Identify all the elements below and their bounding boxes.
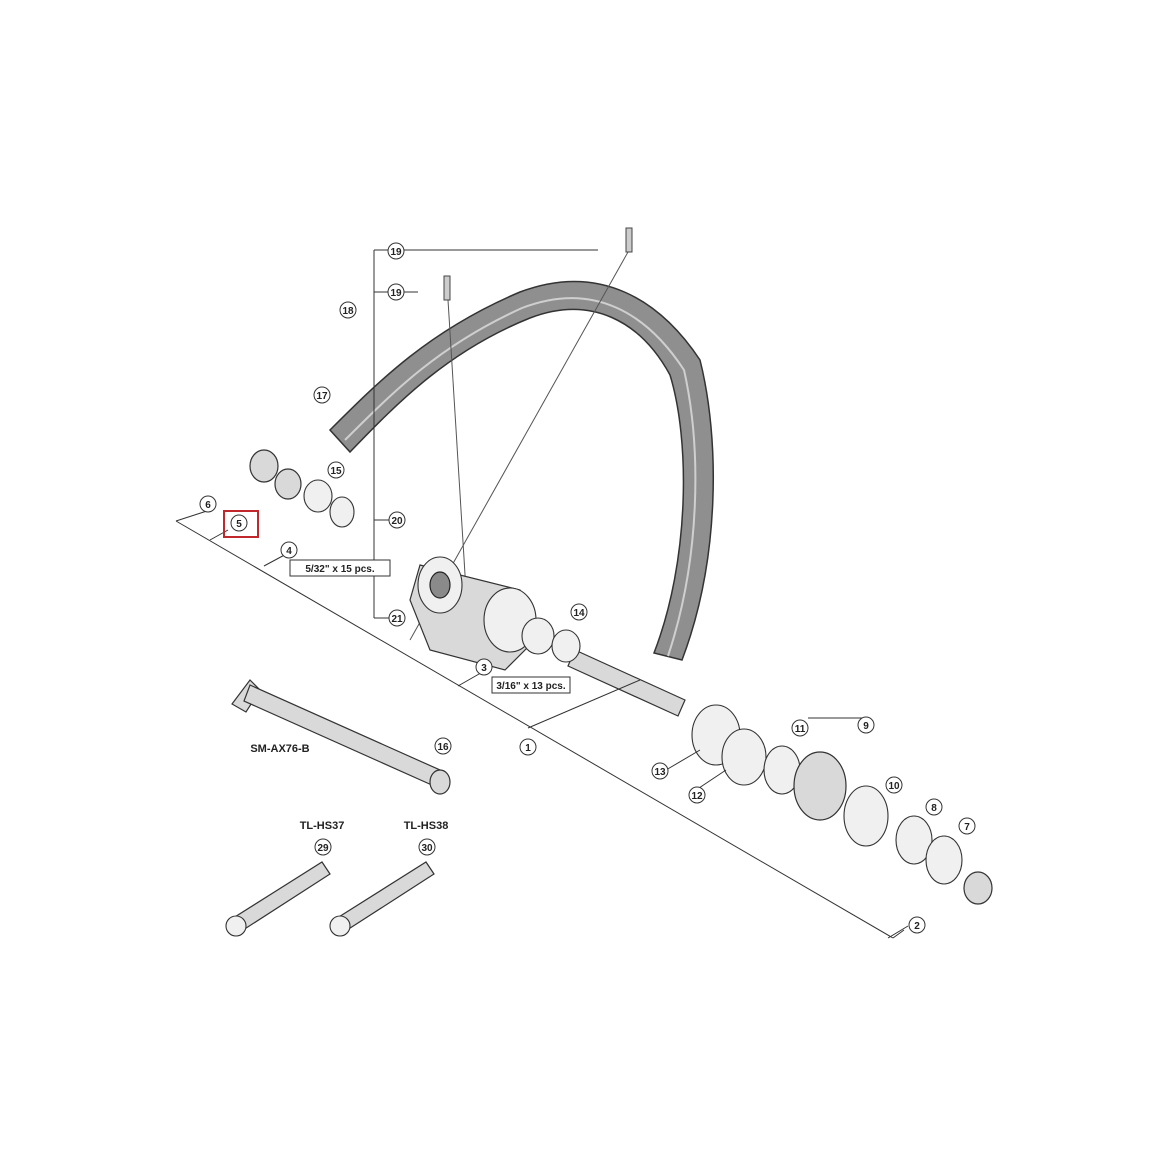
tool-tl-hs38 [329, 861, 435, 937]
hub-body [409, 556, 537, 671]
svg-text:5: 5 [236, 519, 242, 530]
callout-20: 20 [388, 511, 406, 529]
leader-lines [175, 249, 909, 939]
callout-10: 10 [885, 776, 903, 794]
callout-9: 9 [857, 716, 875, 734]
callout-18: 18 [339, 301, 357, 319]
rim [328, 280, 714, 661]
part-9-freehub [793, 751, 847, 821]
hub-axle [567, 649, 686, 717]
selected-part-highlight [223, 510, 259, 538]
svg-text:16: 16 [437, 742, 449, 753]
callouts: 1 2 3 4 5 6 7 8 9 10 11 12 13 14 15 16 1… [199, 242, 976, 934]
axle-model-label: SM-AX76-B [250, 743, 309, 755]
svg-text:11: 11 [795, 724, 806, 735]
svg-text:21: 21 [391, 614, 403, 625]
part-6-cone [249, 449, 279, 483]
callout-21: 21 [388, 609, 406, 627]
part-10-ring [843, 785, 889, 847]
svg-text:15: 15 [330, 466, 342, 477]
callout-15: 15 [327, 461, 345, 479]
callout-7: 7 [958, 817, 976, 835]
callout-12: 12 [688, 786, 706, 804]
callout-19a: 19 [387, 242, 405, 260]
callout-11: 11 [791, 719, 809, 737]
callout-30: 30 [418, 838, 436, 856]
part-4-ring [329, 496, 355, 528]
part-5-lock [274, 468, 302, 500]
svg-text:3/16" x 13 pcs.: 3/16" x 13 pcs. [496, 681, 565, 692]
nipple-icon [443, 275, 451, 301]
spec-box-large-balls: 3/16" x 13 pcs. [491, 676, 571, 694]
svg-text:30: 30 [421, 843, 433, 854]
callout-4: 4 [280, 541, 298, 559]
part-12-ring [721, 728, 767, 786]
svg-text:14: 14 [573, 608, 585, 619]
callout-29: 29 [314, 838, 332, 856]
svg-text:6: 6 [205, 500, 211, 511]
part-16-nut [429, 769, 451, 795]
svg-text:2: 2 [914, 921, 920, 932]
svg-text:8: 8 [931, 803, 937, 814]
svg-text:10: 10 [888, 781, 900, 792]
svg-text:1: 1 [525, 743, 531, 754]
callout-1: 1 [519, 738, 537, 756]
part-3-ring [521, 617, 555, 655]
callout-16: 16 [434, 737, 452, 755]
part-14-washer [551, 629, 581, 663]
right-parts [691, 704, 993, 905]
svg-text:20: 20 [391, 516, 403, 527]
svg-text:7: 7 [964, 822, 970, 833]
callout-13: 13 [651, 762, 669, 780]
svg-text:4: 4 [286, 546, 292, 557]
callout-8: 8 [925, 798, 943, 816]
svg-text:3: 3 [481, 663, 487, 674]
callout-17: 17 [313, 386, 331, 404]
svg-text:12: 12 [691, 791, 703, 802]
part-7-washer [925, 835, 963, 885]
tool-left-model-label: TL-HS37 [300, 820, 345, 832]
tool-tl-hs37 [225, 861, 331, 937]
nipple-icon [625, 227, 633, 253]
svg-text:18: 18 [342, 306, 354, 317]
svg-text:9: 9 [863, 721, 869, 732]
assembly-baseline [175, 520, 905, 939]
callout-6: 6 [199, 495, 217, 513]
callout-2: 2 [908, 916, 926, 934]
callout-3: 3 [475, 658, 493, 676]
svg-text:19: 19 [390, 247, 402, 258]
thru-axle [231, 679, 451, 795]
callout-5: 5 [223, 510, 259, 538]
part-15-washer [303, 479, 333, 513]
tool-right-model-label: TL-HS38 [404, 820, 449, 832]
svg-text:19: 19 [390, 288, 402, 299]
svg-text:5/32" x 15 pcs.: 5/32" x 15 pcs. [305, 564, 374, 575]
spec-box-small-balls: 5/32" x 15 pcs. [289, 559, 391, 577]
svg-text:29: 29 [317, 843, 329, 854]
part-2-endcap [963, 871, 993, 905]
svg-text:17: 17 [316, 391, 328, 402]
callout-19b: 19 [387, 283, 405, 301]
svg-text:13: 13 [654, 767, 666, 778]
part-8-washer [895, 815, 933, 865]
callout-14: 14 [570, 603, 588, 621]
left-parts [249, 449, 581, 663]
